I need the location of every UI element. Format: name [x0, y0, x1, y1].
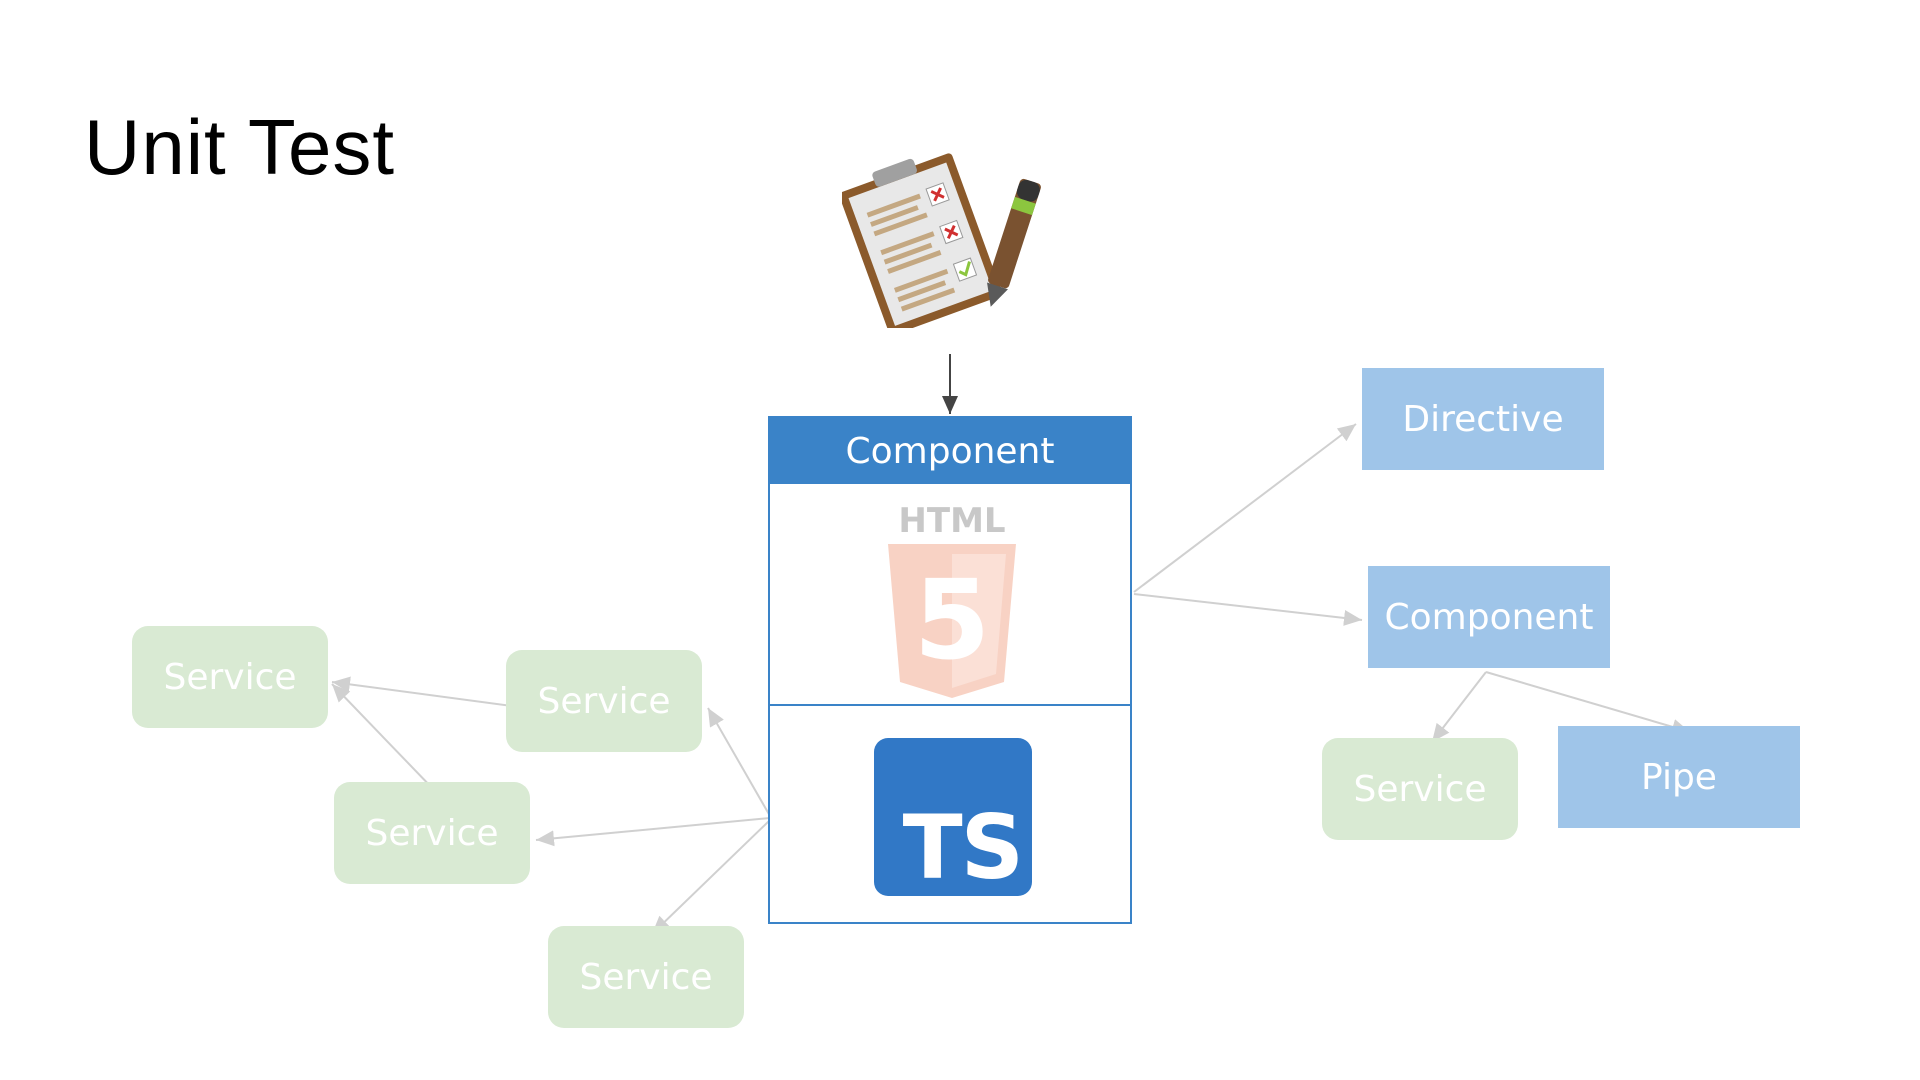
child-component-node: Component	[1368, 566, 1610, 668]
component-to-service-lower-edge	[651, 819, 771, 935]
clipboard-checklist-icon	[842, 153, 1041, 328]
component-to-directive-edge	[1133, 423, 1357, 593]
ts-logo-text: TS	[902, 796, 1024, 899]
html-logo-number: 5	[914, 556, 991, 684]
service-middle-to-far-edge	[331, 683, 437, 793]
service-middle-node: Service	[334, 782, 530, 884]
directive-node: Directive	[1362, 368, 1604, 470]
service-upper-label: Service	[537, 680, 671, 722]
main-component-header: Component	[770, 418, 1130, 484]
component-to-service-upper-edge	[707, 707, 771, 817]
main-component-divider	[770, 704, 1130, 706]
pipe-node: Pipe	[1558, 726, 1800, 828]
main-component-label: Component	[845, 430, 1055, 472]
component-to-service-middle-edge	[535, 817, 771, 847]
service-far-node: Service	[132, 626, 328, 728]
service-lower-node: Service	[548, 926, 744, 1028]
page-title: Unit Test	[84, 103, 396, 191]
html5-logo-icon: HTML 5	[888, 501, 1016, 698]
main-component-box: Component HTML 5 TS	[768, 416, 1132, 924]
directive-label: Directive	[1402, 398, 1564, 440]
service-lower-label: Service	[579, 956, 713, 998]
html-logo-text: HTML	[898, 501, 1005, 541]
child-component-to-service-edge	[1431, 671, 1487, 743]
service-middle-label: Service	[365, 812, 499, 854]
typescript-logo-icon: TS	[874, 738, 1032, 896]
child-component-label: Component	[1384, 596, 1594, 638]
pipe-label: Pipe	[1641, 756, 1717, 798]
child-service-label: Service	[1353, 768, 1487, 810]
service-upper-to-far-edge	[331, 676, 513, 707]
child-service-node: Service	[1322, 738, 1518, 840]
service-upper-node: Service	[506, 650, 702, 752]
component-to-child-component-edge	[1133, 593, 1363, 626]
child-component-to-pipe-edge	[1485, 671, 1691, 735]
service-far-label: Service	[163, 656, 297, 698]
